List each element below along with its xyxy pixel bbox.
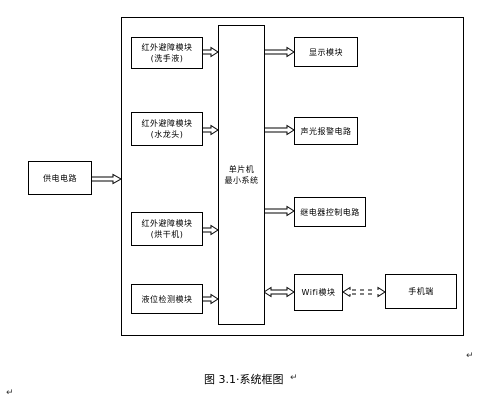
- mcu-line2: 最小系统: [224, 176, 259, 185]
- arrow-sensor3-to-mcu: [201, 224, 219, 236]
- arrow-power-to-system: [90, 173, 123, 185]
- ir-sensor-dryer-line2: (烘干机): [150, 230, 184, 239]
- arrow-level-to-mcu: [201, 293, 219, 305]
- arrow-mcu-to-alarm: [263, 124, 295, 136]
- level-detect-label: 液位检测模块: [141, 294, 193, 304]
- wifi-module-box: Wifi模块: [294, 274, 343, 311]
- ir-sensor-soap-line2: (洗手液): [150, 54, 184, 63]
- paragraph-mark: ↵: [290, 373, 298, 383]
- relay-circuit-label: 继电器控制电路: [300, 207, 360, 217]
- paragraph-mark: ↵: [6, 388, 14, 398]
- power-supply-box: 供电电路: [28, 161, 92, 195]
- paragraph-mark: ↵: [466, 351, 474, 361]
- arrow-mcu-to-display: [263, 46, 295, 58]
- arrow-mcu-wifi-bidirectional: [263, 286, 295, 298]
- arrow-wifi-phone-right-head: [377, 286, 386, 293]
- arrow-wifi-phone-left-head: [342, 286, 351, 293]
- power-supply-label: 供电电路: [43, 173, 77, 183]
- arrow-wifi-phone-right-lower: [377, 291, 386, 298]
- relay-circuit-box: 继电器控制电路: [294, 197, 366, 227]
- arrow-mcu-to-relay: [263, 205, 295, 217]
- display-module-label: 显示模块: [309, 47, 343, 57]
- ir-sensor-faucet-line2: (水龙头): [150, 130, 184, 139]
- ir-sensor-soap-line1: 红外避障模块: [141, 43, 193, 52]
- arrow-wifi-phone-left-lower: [342, 291, 351, 297]
- mcu-box: 单片机 最小系统: [218, 25, 265, 325]
- arrow-sensor2-to-mcu: [201, 124, 219, 136]
- alarm-circuit-box: 声光报警电路: [294, 117, 358, 145]
- arrow-sensor1-to-mcu: [201, 46, 219, 58]
- ir-sensor-dryer-line1: 红外避障模块: [141, 219, 193, 228]
- system-frame: [121, 17, 464, 336]
- ir-sensor-faucet-line1: 红外避障模块: [141, 119, 193, 128]
- figure-caption: 图 3.1·系统框图: [204, 373, 284, 386]
- mcu-line1: 单片机: [228, 165, 255, 174]
- ir-sensor-faucet-box: 红外避障模块 (水龙头): [131, 112, 203, 146]
- display-module-box: 显示模块: [294, 37, 358, 67]
- alarm-circuit-label: 声光报警电路: [300, 126, 352, 136]
- ir-sensor-dryer-box: 红外避障模块 (烘干机): [131, 212, 203, 246]
- phone-box: 手机端: [385, 274, 457, 309]
- phone-label: 手机端: [408, 287, 434, 296]
- wifi-module-label: Wifi模块: [301, 288, 336, 297]
- ir-sensor-soap-box: 红外避障模块 (洗手液): [131, 37, 203, 69]
- level-detect-box: 液位检测模块: [131, 284, 203, 314]
